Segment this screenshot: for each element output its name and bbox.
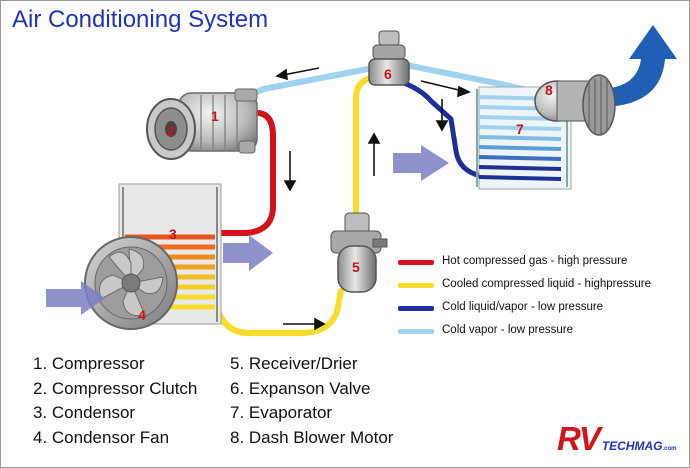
component-number-8: 8 <box>545 82 553 98</box>
legend-swatch-cold-vapor <box>398 329 434 334</box>
parts-list-item: 7. Evaporator <box>230 403 333 422</box>
parts-list-item: 1. Compressor <box>33 354 145 373</box>
drier-to-valve-line <box>353 74 376 219</box>
component-number-1: 1 <box>211 108 219 124</box>
receiver-drier <box>330 212 388 293</box>
component-number-6: 6 <box>384 66 392 82</box>
hot-gas-line <box>210 110 276 236</box>
legend-label: Cooled compressed liquid - highpressure <box>442 278 652 290</box>
component-number-5: 5 <box>352 259 360 275</box>
flow-arrows <box>275 67 472 331</box>
parts-list-item: 6. Expanson Valve <box>230 378 371 398</box>
component-number-3: 3 <box>169 226 177 242</box>
condenser-fan <box>84 236 178 330</box>
parts-list-item: 5. Receiver/Drier <box>230 354 358 373</box>
legend-label: Cold liquid/vapor - low pressure <box>442 301 604 313</box>
logo-suffix-text: .com <box>662 446 677 452</box>
parts-list-left: 1. Compressor 2. Compressor Clutch 3. Co… <box>33 352 197 450</box>
expansion-valve <box>368 30 410 86</box>
component-number-2: 2 <box>167 123 175 139</box>
parts-list-item: 2. Compressor Clutch <box>33 378 198 398</box>
compressor <box>178 88 258 154</box>
diagram-title: Air Conditioning System <box>12 6 269 33</box>
parts-list-right: 5. Receiver/Drier 6. Expanson Valve 7. E… <box>230 352 393 450</box>
parts-list-item: 4. Condensor Fan <box>33 427 170 447</box>
cooled-liquid-line <box>214 288 344 336</box>
legend-label: Hot compressed gas - high pressure <box>442 255 628 267</box>
logo-sub-text: TECHMAG <box>601 439 663 453</box>
outflow-arrow <box>591 25 677 107</box>
parts-list-item: 3. Condensor <box>33 403 136 422</box>
airflow-arrows <box>46 145 449 315</box>
legend-swatch-cooled-liquid <box>398 283 434 288</box>
dash-blower-motor <box>534 74 616 136</box>
parts-list-item: 8. Dash Blower Motor <box>230 427 394 447</box>
component-number-7: 7 <box>516 121 524 137</box>
compressor-clutch <box>146 98 196 160</box>
legend-swatch-cold-liquid <box>398 306 434 311</box>
logo-main-text: RV <box>557 420 601 457</box>
legend-label: Cold vapor - low pressure <box>442 324 574 336</box>
cold-liquid-line <box>396 78 564 189</box>
component-number-4: 4 <box>138 307 146 323</box>
legend-swatch-hot-gas <box>398 260 434 265</box>
